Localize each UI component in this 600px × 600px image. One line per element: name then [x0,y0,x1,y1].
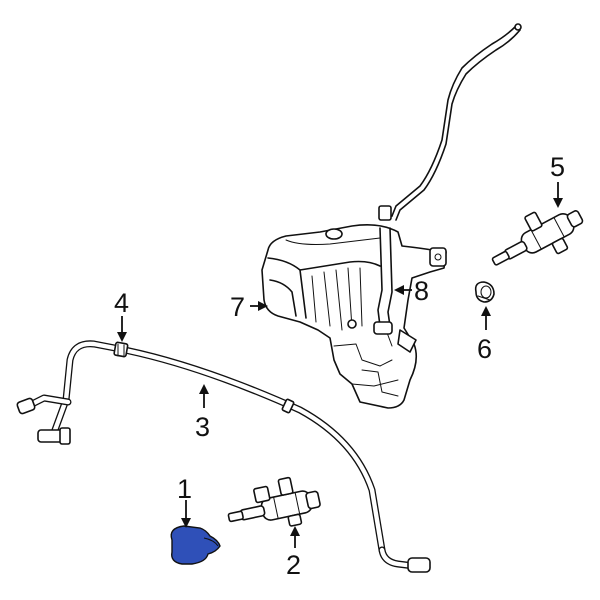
washer-pump-part-5[interactable] [482,194,591,282]
callout-5: 5 [550,152,565,182]
callout-3: 3 [195,412,210,442]
grommet-part-6[interactable] [474,281,495,303]
cap-highlight [170,525,221,565]
reservoir-cap-part-1[interactable] [170,525,221,565]
callout-2: 2 [286,550,301,580]
callout-labels: 1 2 3 4 5 6 7 8 [114,152,565,580]
callout-7: 7 [230,292,245,322]
filler-tube-part-8[interactable] [373,23,522,335]
callout-1: 1 [177,474,192,504]
callout-6: 6 [477,334,492,364]
callout-arrows [117,182,563,548]
washer-pump-part-2[interactable] [223,472,323,538]
washer-hose-part-3[interactable] [16,340,431,573]
washer-reservoir-part-7[interactable] [261,224,447,409]
callout-4: 4 [114,288,129,318]
callout-8: 8 [414,276,429,306]
hose-clip-part-4[interactable] [113,341,129,358]
